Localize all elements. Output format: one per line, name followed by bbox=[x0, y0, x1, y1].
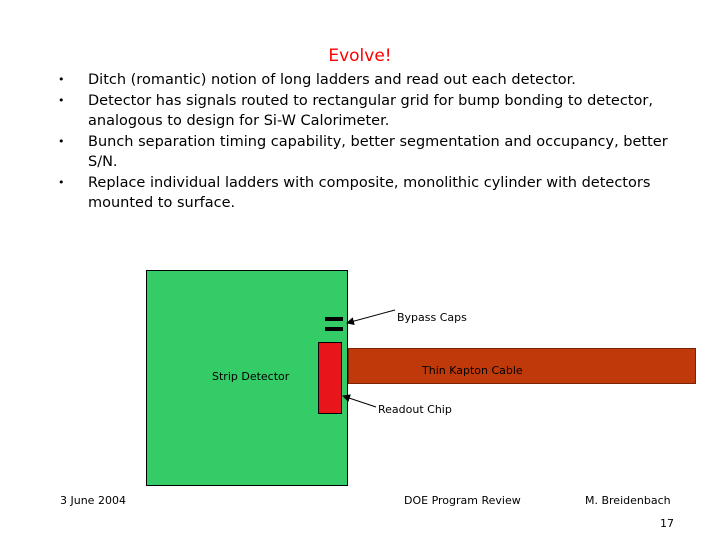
strip-detector-label: Strip Detector bbox=[212, 370, 290, 383]
strip-detector-block bbox=[146, 270, 348, 486]
readout-chip-arrow bbox=[342, 394, 377, 408]
bullet-item: Bunch separation timing capability, bett… bbox=[58, 132, 678, 173]
readout-chip-block bbox=[318, 342, 342, 414]
footer-event: DOE Program Review bbox=[404, 494, 521, 507]
bypass-caps-arrow bbox=[346, 309, 396, 326]
bypass-caps-label: Bypass Caps bbox=[397, 311, 467, 324]
footer-author: M. Breidenbach bbox=[585, 494, 671, 507]
bullet-item: Ditch (romantic) notion of long ladders … bbox=[58, 70, 678, 91]
bypass-cap-bottom bbox=[325, 327, 343, 331]
bypass-cap-top bbox=[325, 317, 343, 321]
slide-title: Evolve! bbox=[328, 46, 392, 66]
kapton-cable-block bbox=[348, 348, 696, 384]
bullet-item: Replace individual ladders with composit… bbox=[58, 173, 678, 214]
bullet-list: Ditch (romantic) notion of long ladders … bbox=[58, 70, 678, 214]
readout-chip-label: Readout Chip bbox=[378, 403, 452, 416]
page-number: 17 bbox=[660, 517, 674, 530]
bullet-item: Detector has signals routed to rectangul… bbox=[58, 91, 678, 132]
footer-date: 3 June 2004 bbox=[60, 494, 126, 507]
kapton-cable-label: Thin Kapton Cable bbox=[422, 364, 523, 377]
